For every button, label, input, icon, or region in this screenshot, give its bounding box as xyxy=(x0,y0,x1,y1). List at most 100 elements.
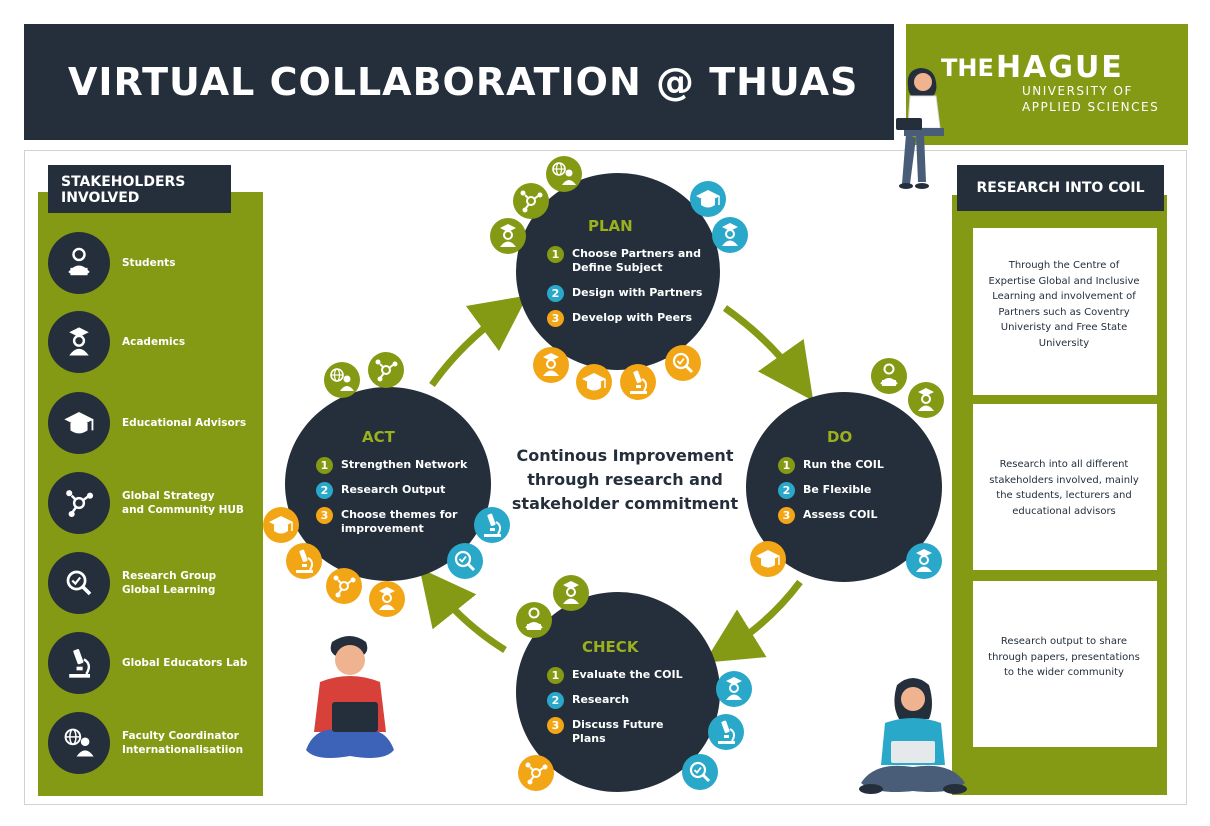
center-line-2: through research and xyxy=(527,470,723,489)
step-text-line: Be Flexible xyxy=(803,483,872,496)
check-title: CHECK xyxy=(582,638,639,656)
university-logo xyxy=(906,24,1188,145)
academic-icon xyxy=(716,671,752,707)
research-text-line: Expertise Global and Inclusive xyxy=(988,275,1140,287)
do-step-3-text: Assess COIL xyxy=(803,508,878,522)
academic-icon xyxy=(908,382,944,418)
step-text-line: Strengthen Network xyxy=(341,458,468,471)
research-text-line: to the wider community xyxy=(1004,667,1124,678)
research-card-text-1: Through the Centre of Expertise Global an… xyxy=(984,258,1144,351)
research-text-line: educational advisors xyxy=(1012,505,1116,517)
step-text-line: Define Subject xyxy=(572,261,663,274)
check-step-2-number: 2 xyxy=(547,692,564,709)
academic-icon xyxy=(906,543,942,579)
research-text-line: Partners such as Coventry xyxy=(998,306,1130,318)
plan-step-2-number: 2 xyxy=(547,285,564,302)
stakeholder-label: Global Educators Lab xyxy=(122,656,247,670)
plan-step-3-text: Develop with Peers xyxy=(572,311,692,325)
student-laptop-icon xyxy=(48,232,110,294)
act-step-3-number: 3 xyxy=(316,507,333,524)
stakeholders-header-line2: INVOLVED xyxy=(61,190,140,206)
plan-step-1-number: 1 xyxy=(547,246,564,263)
step-text-line: Design with Partners xyxy=(572,286,703,299)
act-step-1-text: Strengthen Network xyxy=(341,458,467,472)
academic-icon xyxy=(533,347,569,383)
research-text-line: Through the Centre of xyxy=(1008,260,1120,271)
stakeholders-header-line1: STAKEHOLDERS xyxy=(61,174,186,190)
research-text-line: Research into all different xyxy=(999,459,1129,470)
center-line-1: Continous Improvement xyxy=(516,446,734,465)
microscope-icon xyxy=(708,714,744,750)
do-step-2-number: 2 xyxy=(778,482,795,499)
act-title: ACT xyxy=(362,428,395,446)
stakeholder-label-line1: Students xyxy=(122,257,176,269)
microscope-icon xyxy=(48,632,110,694)
step-text-line: Research xyxy=(572,693,630,706)
do-step-3-number: 3 xyxy=(778,507,795,524)
stakeholder-label-line2: Internationalisatiion xyxy=(122,744,244,756)
magnifier-icon xyxy=(682,754,718,790)
graduation-cap-icon xyxy=(48,392,110,454)
step-text-line: Choose Partners and xyxy=(572,247,701,260)
network-icon xyxy=(326,568,362,604)
academic-icon xyxy=(490,218,526,254)
stakeholder-label-line1: Faculty Coordinator xyxy=(122,730,239,742)
step-text-line: Discuss Future xyxy=(572,718,664,731)
arrow-do-to-check xyxy=(704,579,803,663)
stakeholders-header: STAKEHOLDERS INVOLVED xyxy=(48,165,231,213)
step-text-line: Plans xyxy=(572,732,606,745)
magnifier-icon xyxy=(48,552,110,614)
center-line-3: stakeholder commitment xyxy=(511,494,739,513)
research-text-line: Univeristy and Free State xyxy=(1000,322,1128,333)
step-text-line: improvement xyxy=(341,522,424,535)
act-step-1-number: 1 xyxy=(316,457,333,474)
network-icon xyxy=(48,472,110,534)
research-text-line: University xyxy=(1038,337,1090,349)
graduation-cap-icon xyxy=(263,507,299,543)
plan-step-3-number: 3 xyxy=(547,310,564,327)
network-icon xyxy=(518,755,554,791)
check-step-1-text: Evaluate the COIL xyxy=(572,668,683,682)
center-caption: Continous Improvement through research a… xyxy=(495,444,755,516)
magnifier-icon xyxy=(665,345,701,381)
step-text-line: Assess COIL xyxy=(803,508,878,521)
logo-subtitle-1: UNIVERSITY OF xyxy=(1022,84,1133,98)
research-card-2 xyxy=(973,404,1157,570)
check-step-1-number: 1 xyxy=(547,667,564,684)
step-text-line: Evaluate the COIL xyxy=(572,668,683,681)
do-step-2-text: Be Flexible xyxy=(803,483,871,497)
academic-icon xyxy=(48,311,110,373)
arrow-plan-to-do xyxy=(722,305,814,401)
stakeholder-label-line1: Academics xyxy=(122,336,186,348)
arrow-act-to-plan xyxy=(429,295,528,388)
research-card-3 xyxy=(973,581,1157,747)
woman-with-laptop-illustration xyxy=(859,678,967,794)
check-step-3-number: 3 xyxy=(547,717,564,734)
microscope-icon xyxy=(286,543,322,579)
page-title: VIRTUAL COLLABORATION @ THUAS xyxy=(68,60,859,104)
globe-person-icon xyxy=(48,712,110,774)
academic-icon xyxy=(369,581,405,617)
arrow-check-to-act xyxy=(419,568,507,653)
microscope-icon xyxy=(474,507,510,543)
step-text-line: Develop with Peers xyxy=(572,311,693,324)
sitting-woman-illustration xyxy=(896,68,944,189)
step-text-line: Choose themes for xyxy=(341,508,458,521)
stakeholder-label-line1: Global Educators Lab xyxy=(122,657,248,669)
stakeholder-label-line1: Global Strategy xyxy=(122,490,215,502)
network-icon xyxy=(368,352,404,388)
globe-person-icon xyxy=(546,156,582,192)
research-text-line: through papers, presentations xyxy=(988,651,1140,663)
content-frame xyxy=(24,150,1187,805)
academic-icon xyxy=(712,217,748,253)
logo-the: THE xyxy=(941,54,994,82)
globe-person-icon xyxy=(324,362,360,398)
